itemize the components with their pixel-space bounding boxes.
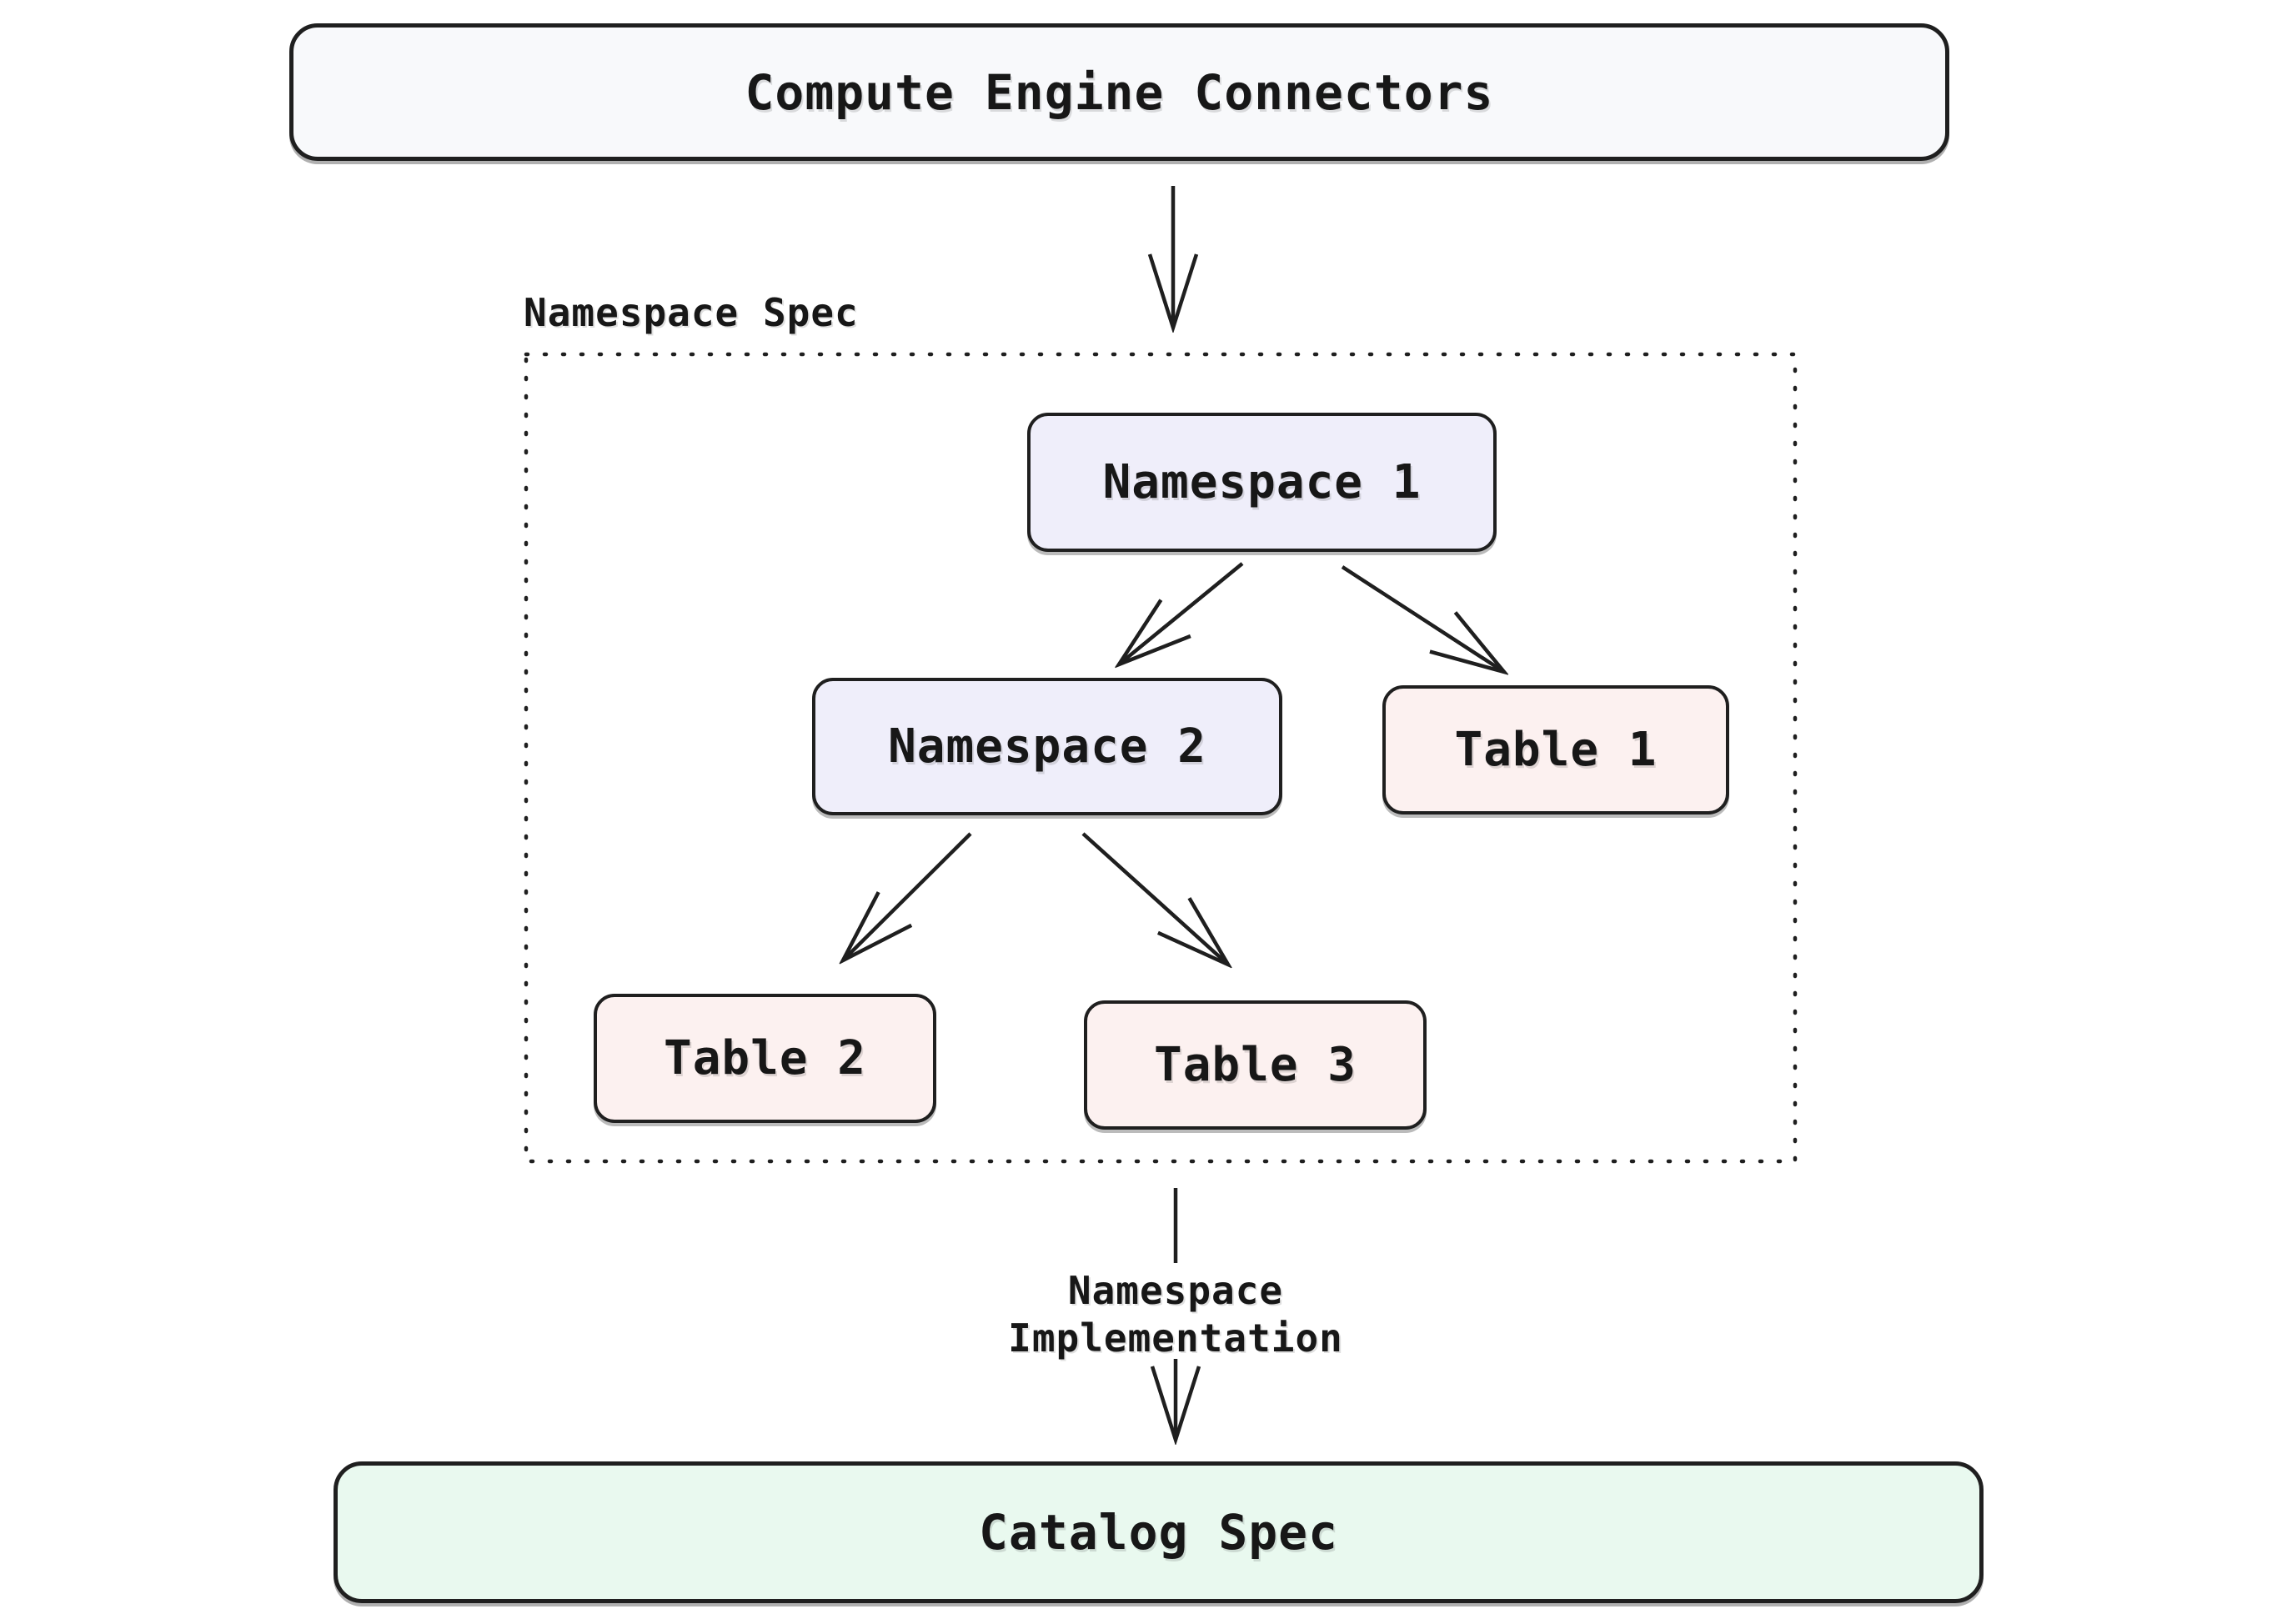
node-table-2: Table 2 — [594, 994, 936, 1123]
namespace-implementation-line2: Implementation — [1008, 1316, 1343, 1361]
node-namespace-2: Namespace 2 — [812, 678, 1282, 815]
node-table-3: Table 3 — [1084, 1000, 1427, 1130]
namespace-implementation-label: Namespace Implementation — [925, 1267, 1426, 1362]
edge-namespace2-to-table3 — [1081, 832, 1228, 965]
node-table-1: Table 1 — [1382, 685, 1729, 815]
edge-namespace2-to-table2 — [843, 832, 972, 960]
compute-engine-connectors-box: Compute Engine Connectors — [289, 23, 1949, 161]
namespace-spec-label: Namespace Spec — [524, 290, 859, 335]
node-namespace-1: Namespace 1 — [1027, 413, 1497, 552]
catalog-spec-box: Catalog Spec — [334, 1461, 1984, 1603]
edge-namespace1-to-table1 — [1341, 565, 1504, 672]
edge-namespace1-to-namespace2 — [1119, 562, 1244, 664]
namespace-implementation-line1: Namespace — [1067, 1268, 1284, 1313]
